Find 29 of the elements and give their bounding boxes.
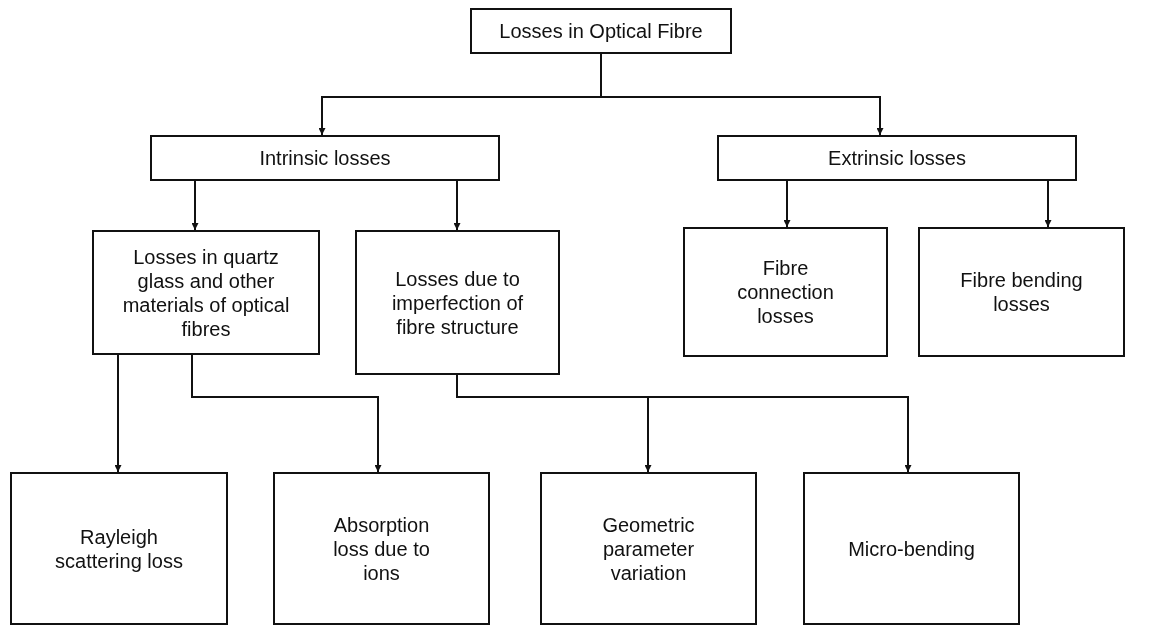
- process-box: [540, 472, 757, 625]
- process-box: [803, 472, 1020, 625]
- box-label: Fibre bending losses: [960, 268, 1083, 316]
- box-label: Fibre connection losses: [736, 256, 835, 328]
- process-box: [273, 472, 490, 625]
- box-label: Losses in quartz glass and other materials of optical fibres: [121, 244, 291, 341]
- arrow: [191, 180, 199, 231]
- arrow: [783, 180, 791, 228]
- process-box: [150, 135, 500, 181]
- process-box: [10, 472, 228, 625]
- box-label: Absorption loss due to ions: [332, 512, 431, 585]
- process-box: [918, 227, 1125, 357]
- process-box: [355, 230, 560, 375]
- box-label: Rayleigh scattering loss: [54, 524, 184, 573]
- box-label: Geometric parameter variation: [601, 512, 696, 585]
- box-label: Micro-bending: [848, 536, 975, 561]
- process-box: [470, 8, 732, 54]
- arrow: [600, 53, 884, 136]
- box-label: Intrinsic losses: [259, 146, 391, 170]
- process-box: [717, 135, 1077, 181]
- box-label: Losses due to imperfection of fibre structure: [390, 266, 525, 339]
- arrow: [453, 180, 461, 231]
- arrow: [1044, 180, 1052, 228]
- arrow: [191, 354, 382, 473]
- arrow: [114, 354, 122, 473]
- process-box: [92, 230, 320, 355]
- process-box: [683, 227, 888, 357]
- box-label: Extrinsic losses: [828, 146, 966, 170]
- box-label: Losses in Optical Fibre: [499, 19, 703, 43]
